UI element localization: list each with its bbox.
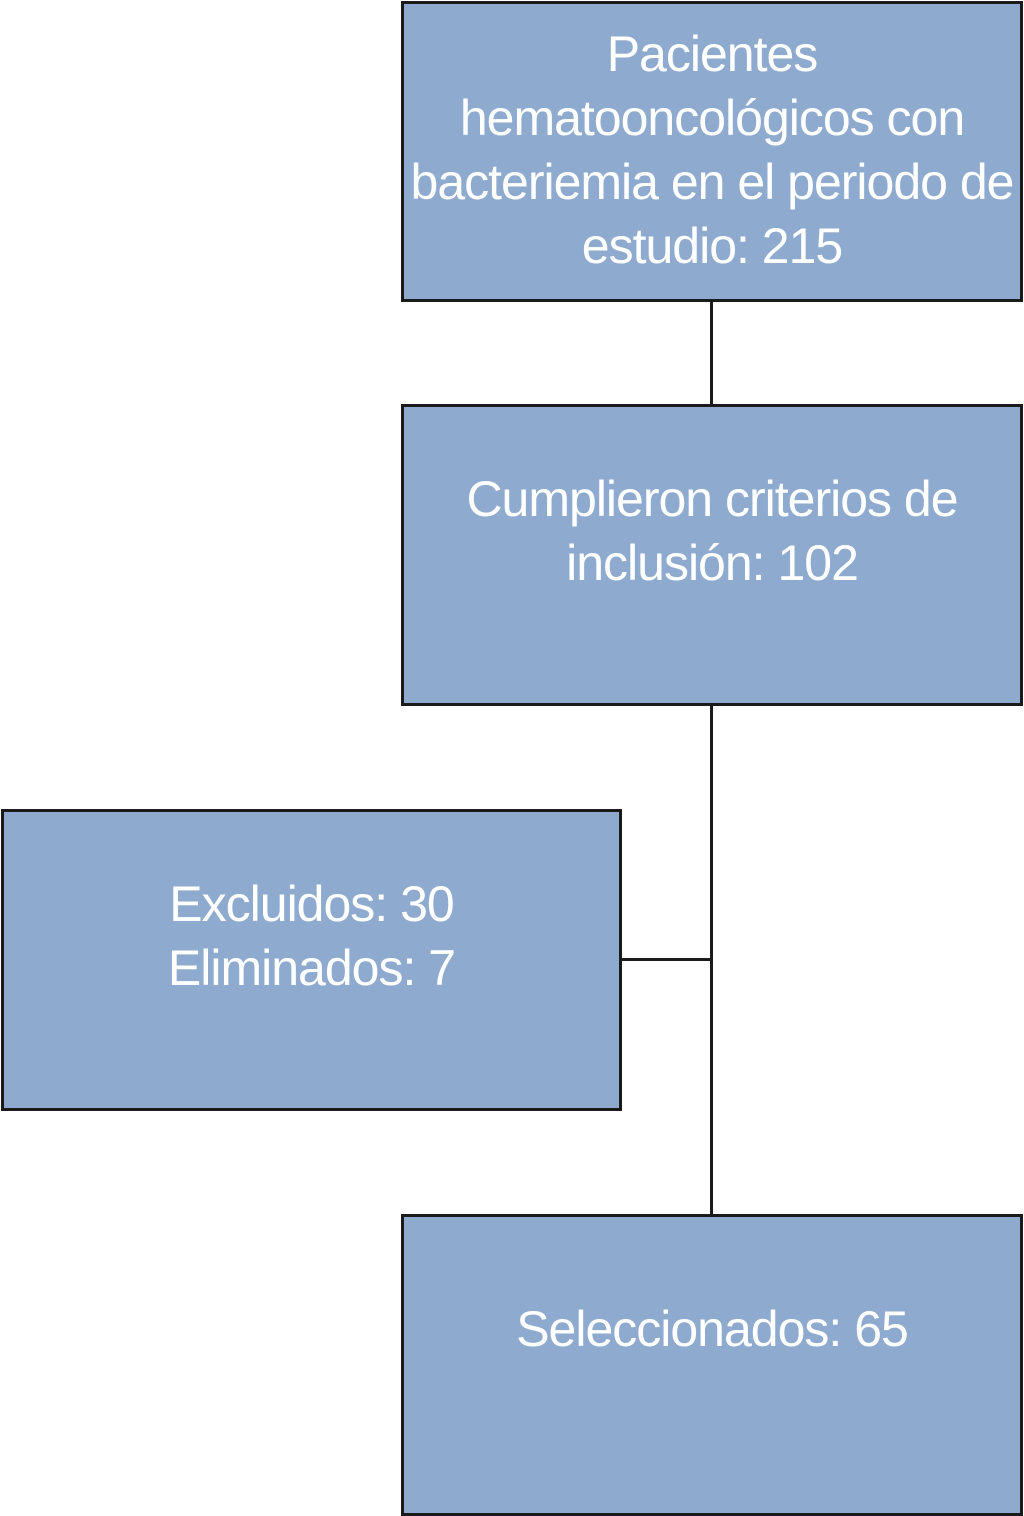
flow-box-excluded-eliminated: Excluidos: 30 Eliminados: 7 (1, 809, 622, 1111)
flow-box-total-line-1: Pacientes (606, 25, 819, 82)
flow-box-total-line-3: bacteriemia en el periodo de (410, 153, 1015, 210)
connector-excluded-branch (620, 958, 712, 961)
flow-box-excluded-line-2: Eliminados: 7 (167, 940, 456, 996)
flow-box-selected: Seleccionados: 65 (401, 1214, 1023, 1516)
flow-box-inclusion-line-1: Cumplieron criterios de (466, 471, 958, 527)
flow-box-inclusion-criteria: Cumplieron criterios de inclusión: 102 (401, 404, 1023, 706)
flow-box-total-line-2: hematooncológicos con (459, 89, 965, 146)
flow-box-inclusion-criteria-text: Cumplieron criterios de inclusión: 102 (466, 467, 958, 595)
flow-box-total-patients: Pacientes hematooncológicos con bacterie… (401, 1, 1023, 302)
flow-box-total-line-4: estudio: 215 (581, 217, 843, 274)
flow-box-total-patients-text: Pacientes hematooncológicos con bacterie… (410, 22, 1015, 278)
flow-box-inclusion-line-2: inclusión: 102 (566, 535, 859, 591)
flow-box-selected-line-1: Seleccionados: 65 (516, 1301, 909, 1357)
connector-total-to-inclusion (710, 300, 713, 406)
flow-box-selected-text: Seleccionados: 65 (516, 1297, 909, 1361)
flow-box-excluded-eliminated-text: Excluidos: 30 Eliminados: 7 (167, 872, 456, 1000)
flow-box-excluded-line-1: Excluidos: 30 (169, 876, 454, 932)
